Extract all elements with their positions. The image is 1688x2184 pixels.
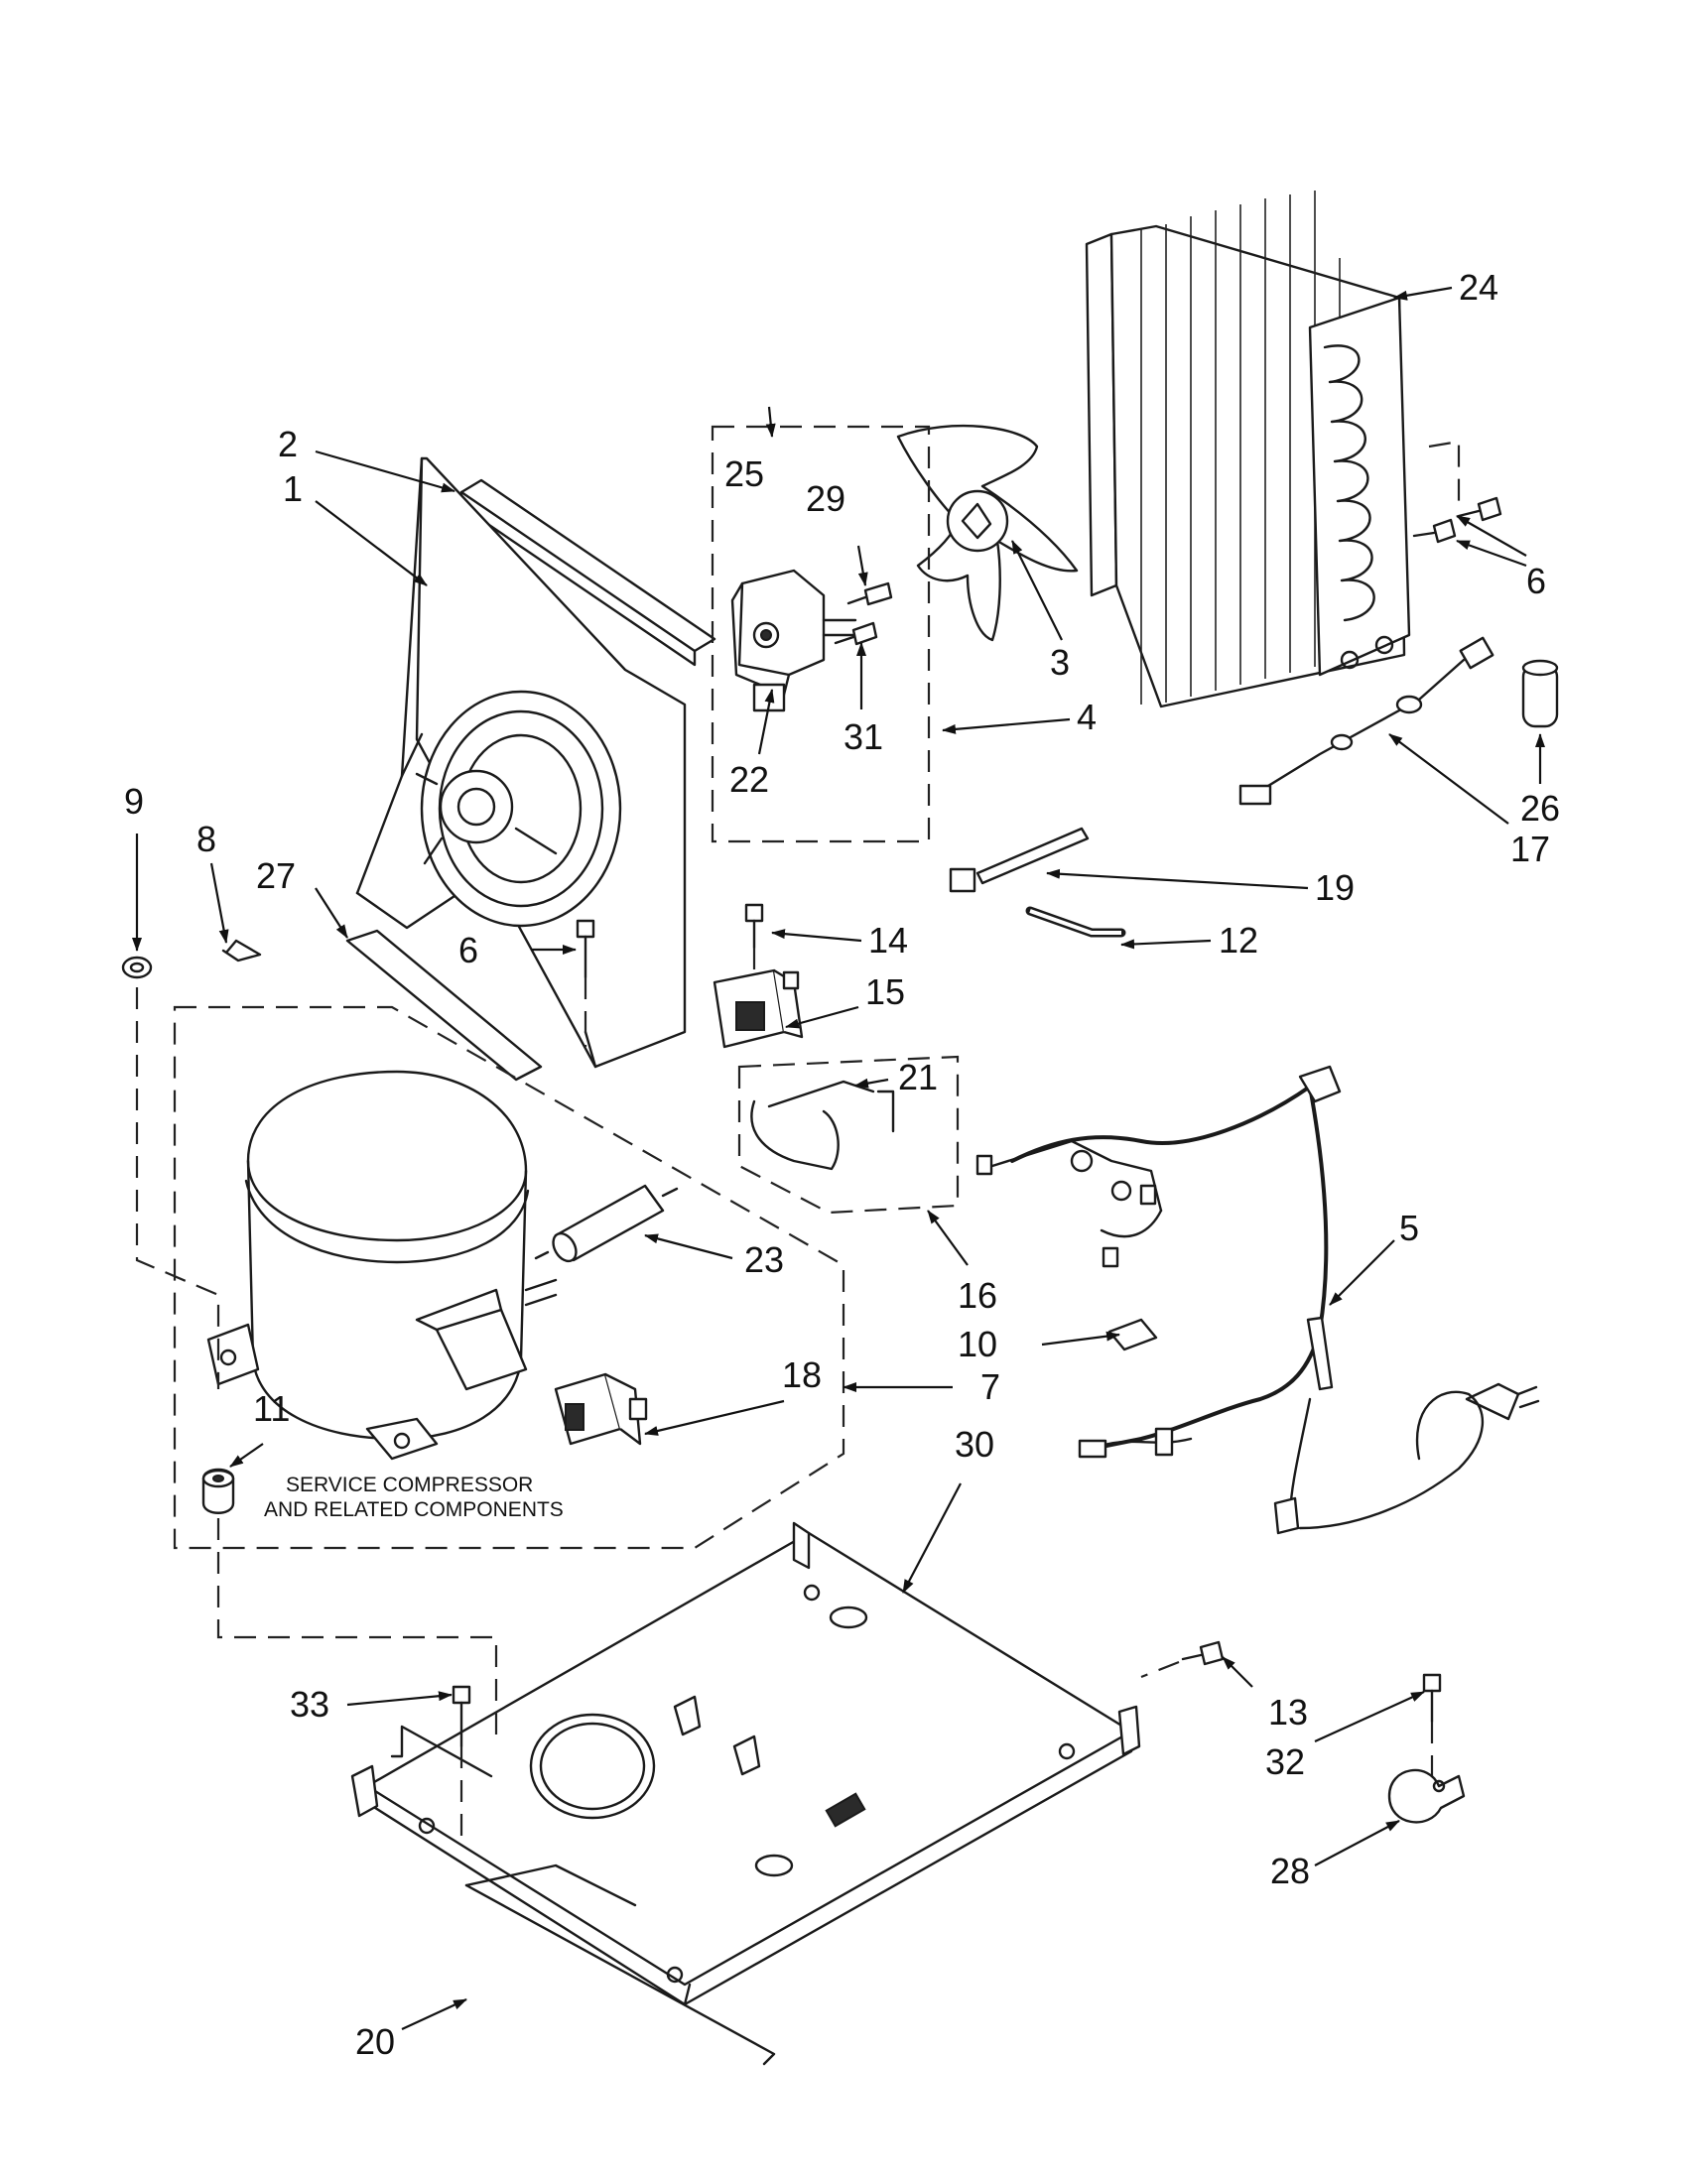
capacitor-sleeve-part <box>1521 659 1559 728</box>
screw-part <box>1428 440 1502 522</box>
service-note-line1: SERVICE COMPRESSOR <box>286 1474 533 1496</box>
screw-part <box>452 1685 471 1846</box>
fan-blade-part <box>896 424 1079 642</box>
callout-3: 3 <box>1050 642 1070 683</box>
callout-labels: 2 1 25 29 31 22 3 4 24 6 26 17 9 8 27 6 … <box>124 267 1560 2062</box>
callout-15: 15 <box>865 971 905 1012</box>
callout-leaders <box>132 286 1545 2030</box>
condenser-coil-part <box>1085 191 1411 708</box>
callout-13: 13 <box>1268 1692 1308 1733</box>
callout-25: 25 <box>724 453 764 494</box>
callout-16: 16 <box>958 1275 997 1316</box>
callout-18: 18 <box>782 1354 822 1395</box>
callout-2: 2 <box>278 424 298 464</box>
callout-1: 1 <box>283 468 303 509</box>
wire-bracket-part <box>750 1080 895 1171</box>
bracket-plate-part <box>345 929 543 1082</box>
relay-part <box>713 968 804 1049</box>
callout-9: 9 <box>124 781 144 822</box>
callout-5: 5 <box>1399 1208 1419 1248</box>
bracket-group-outline <box>737 1055 960 1215</box>
cable-tie-part <box>949 827 1090 893</box>
callout-23: 23 <box>744 1239 784 1280</box>
callout-17: 17 <box>1510 829 1550 869</box>
callout-28: 28 <box>1270 1851 1310 1891</box>
service-note-line2: AND RELATED COMPONENTS <box>264 1498 564 1521</box>
base-pan-part <box>350 1521 1141 2006</box>
callout-6a: 6 <box>458 930 478 970</box>
compressor-part <box>206 1070 558 1461</box>
callout-22: 22 <box>729 759 769 800</box>
callout-4: 4 <box>1077 697 1097 737</box>
callout-19: 19 <box>1315 867 1355 908</box>
fan-motor-group-outline <box>711 425 931 843</box>
callout-29: 29 <box>806 478 845 519</box>
callout-20: 20 <box>355 2021 395 2062</box>
callout-8: 8 <box>196 819 216 859</box>
wire-harness-part <box>975 1065 1540 1535</box>
grommet-connector-line <box>135 987 220 1389</box>
screw-part <box>1140 1640 1225 1679</box>
compressor-grommet-part <box>201 1468 235 1514</box>
tube-part <box>1025 906 1126 938</box>
callout-21: 21 <box>898 1057 938 1097</box>
screw-part <box>834 621 878 646</box>
screw-part <box>576 919 595 1047</box>
clip-part <box>221 939 262 963</box>
wire-clip-part <box>1107 1318 1158 1351</box>
callout-31: 31 <box>844 716 883 757</box>
callout-11: 11 <box>253 1388 290 1429</box>
callout-32: 32 <box>1265 1741 1305 1782</box>
callout-12: 12 <box>1219 920 1258 961</box>
screw-part <box>744 903 764 972</box>
callout-7: 7 <box>980 1366 1000 1407</box>
start-relay-part <box>554 1372 648 1446</box>
drier-part <box>534 1184 679 1263</box>
callout-6b: 6 <box>1526 561 1546 601</box>
fan-motor-part <box>730 569 857 712</box>
callout-26: 26 <box>1520 788 1560 829</box>
callout-27: 27 <box>256 855 296 896</box>
screw-part <box>846 581 893 606</box>
callout-33: 33 <box>290 1684 329 1725</box>
front-trim-part <box>464 1863 776 2066</box>
fan-shroud-part <box>355 456 687 1069</box>
screw-part <box>1412 518 1457 544</box>
harness-sensor-part <box>1238 636 1494 806</box>
cord-clamp-part <box>1387 1768 1466 1824</box>
callout-10: 10 <box>958 1324 997 1364</box>
callout-14: 14 <box>868 920 908 961</box>
screw-part <box>1422 1673 1442 1776</box>
callout-30: 30 <box>955 1424 994 1465</box>
grommet-part <box>121 956 153 979</box>
grommet-base-connector-line <box>216 1518 498 1746</box>
compressor-group-outline <box>173 1005 845 1550</box>
callout-24: 24 <box>1459 267 1498 308</box>
